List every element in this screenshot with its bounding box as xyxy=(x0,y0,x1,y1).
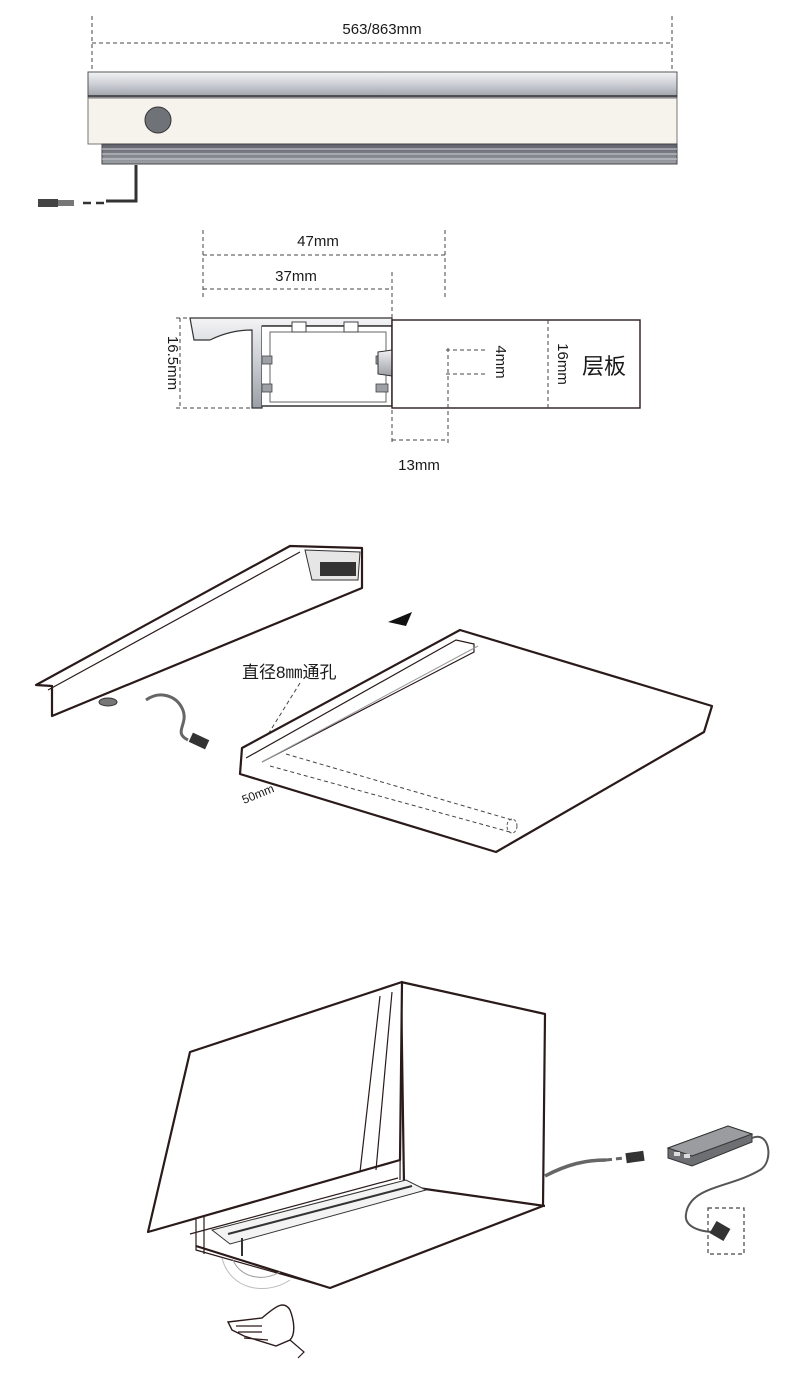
hand-icon xyxy=(226,1304,305,1359)
sensor-hole-icon xyxy=(98,697,118,707)
height-dimension: 16.5mm xyxy=(164,336,181,390)
shelf-isometric xyxy=(238,628,714,854)
sensor-icon xyxy=(144,106,172,134)
shelf-thickness-dimension: 16mm xyxy=(554,343,571,385)
power-cable-icon xyxy=(544,1150,645,1178)
cable-connector-icon xyxy=(38,165,138,207)
length-dimension: 563/863mm xyxy=(342,21,421,38)
shelf-label: 层板 xyxy=(582,354,626,379)
front-view: 563/863mm xyxy=(38,16,678,207)
hole-label: 直径8㎜通孔 xyxy=(242,663,336,682)
slot-dimension: 4mm xyxy=(492,345,509,378)
cross-section: 47mm 37mm 16.5mm 4m xyxy=(164,230,641,474)
cable-icon xyxy=(145,693,210,750)
exploded-view: 直径8㎜通孔 50mm xyxy=(34,544,714,854)
depth-inner-dimension: 37mm xyxy=(275,268,317,285)
sensor-wave-icon xyxy=(221,1257,291,1289)
insert-dimension: 13mm xyxy=(398,457,440,474)
wall-outlet-icon xyxy=(707,1207,745,1255)
cabinet-view xyxy=(146,980,770,1359)
cabinet-door xyxy=(146,980,404,1234)
hole-offset-dimension: 50mm xyxy=(240,781,276,806)
aluminum-profile-section xyxy=(189,317,393,409)
shelf-board-section: 4mm 16mm 层板 xyxy=(391,319,641,444)
arrow-icon xyxy=(388,612,412,626)
depth-total-dimension: 47mm xyxy=(297,233,339,250)
power-adapter-icon xyxy=(666,1125,770,1233)
profile-bar-isometric xyxy=(34,544,364,718)
